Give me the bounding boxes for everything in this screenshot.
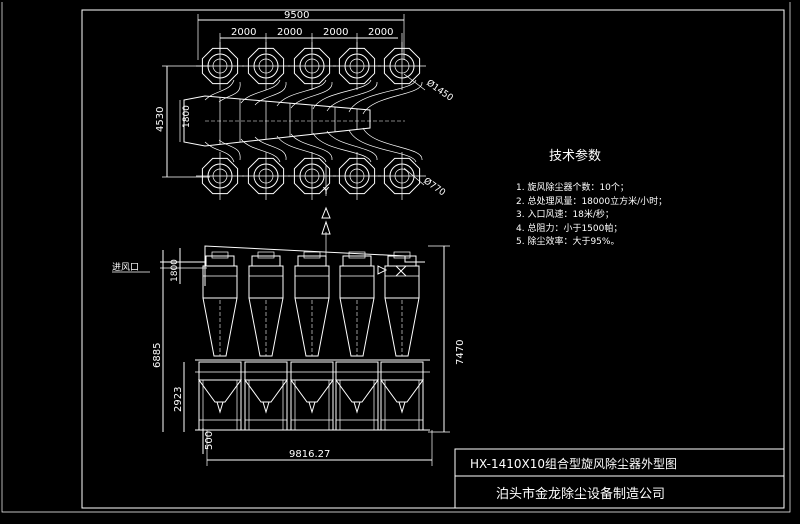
top-depth-label: 4530: [155, 107, 166, 132]
outer-frame: [1, 2, 791, 513]
drawing-title: HX-1410X10组合型旋风除尘器外型图: [470, 456, 677, 471]
plan-cyclone-top-3: [288, 42, 336, 90]
tech-item-1: 1. 旋风除尘器个数：10个；: [516, 181, 629, 193]
elevation-cyclone-1: [198, 251, 242, 430]
inlet-height-label: 1800: [170, 259, 180, 282]
pitch-label-2: 2000: [277, 27, 302, 38]
tech-item-2: 2. 总处理风量：18000立方米/小时；: [516, 195, 667, 207]
pitch-label-1: 2000: [231, 27, 256, 38]
total-height-label: 7470: [455, 340, 466, 365]
elevation-cyclone-4: [335, 251, 379, 430]
pitch-label-4: 2000: [368, 27, 393, 38]
plan-cyclone-bottom-2: [242, 152, 290, 200]
plan-cyclone-top-4: [333, 42, 381, 90]
plan-cyclone-top-1: [196, 42, 244, 90]
plan-cyclone-top-5: [378, 42, 426, 90]
pitch-label-3: 2000: [323, 27, 348, 38]
inlet-dia-label: Ø770: [421, 175, 447, 198]
top-width-label: 9500: [284, 10, 309, 21]
view-arrow-up: [321, 206, 331, 219]
duct-width-label: 1800: [182, 105, 192, 128]
inlet-label: 进风口: [112, 262, 139, 273]
plan-cyclone-top-2: [242, 42, 290, 90]
elevation-cyclone-5: [380, 251, 424, 430]
drawing-border: [81, 9, 785, 509]
tech-item-4: 4. 总阻力：小于1500帕；: [516, 222, 622, 234]
axis-y-label: Y: [322, 186, 330, 197]
tech-title: 技术参数: [549, 148, 601, 164]
plan-cyclone-bottom-5: [378, 152, 426, 200]
tech-params: 技术参数 1. 旋风除尘器个数：10个； 2. 总处理风量：18000立方米/小…: [516, 148, 667, 247]
flow-arrow-mark: [377, 265, 388, 275]
plan-cyclone-bottom-4: [333, 152, 381, 200]
title-block: HX-1410X10组合型旋风除尘器外型图 泊头市金龙除尘设备制造公司: [454, 448, 785, 509]
elevation-cyclone-2: [244, 251, 288, 430]
plan-view: 9500 2000 2000 2000 2000 4530 1800 Ø1450…: [155, 10, 455, 219]
elevation-cyclone-3: [290, 251, 334, 430]
tech-item-3: 3. 入口风速：18米/秒；: [516, 208, 614, 220]
overall-length-label: 9816.27: [289, 449, 330, 460]
tech-item-5: 5. 除尘效率：大于95%。: [516, 235, 619, 247]
hopper-height-label: 2923: [173, 387, 184, 412]
leg-height-label: 500: [204, 431, 215, 450]
company-name: 泊头市金龙除尘设备制造公司: [496, 486, 665, 502]
cross-mark: [395, 265, 407, 277]
outlet-dia-label: Ø1450: [424, 77, 455, 103]
body-height-label: 6885: [152, 343, 163, 368]
plan-cyclone-bottom-1: [196, 152, 244, 200]
elevation-view: 进风口 1800 6885 2923 500 7470 9816.27: [112, 220, 466, 466]
